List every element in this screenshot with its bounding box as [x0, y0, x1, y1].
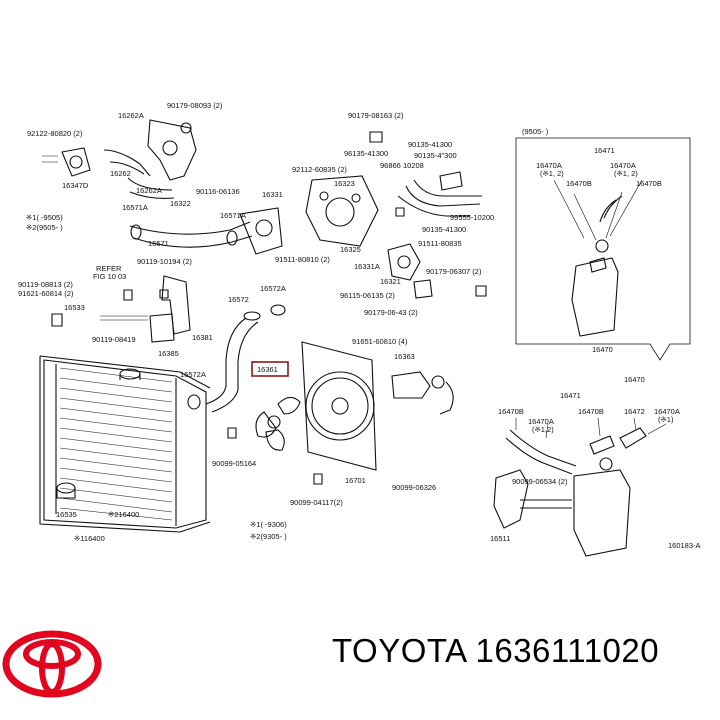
callout-label: ※2(9505- ) [26, 223, 63, 232]
callout-label: 90099-06326 [392, 483, 436, 492]
callout-label: 96115-06135 (2) [340, 291, 395, 300]
callout-label: 16572A [180, 370, 206, 379]
callout-label: 16347D [62, 181, 89, 190]
callout-label: (※1, 2) [540, 169, 564, 178]
callout-label: (9505- ) [522, 127, 549, 136]
callout-label: 90119-10194 (2) [137, 257, 192, 266]
callout-label: 16262A [136, 186, 162, 195]
callout-label: ※216400 [108, 510, 139, 519]
callout-label: FIG 10 03 [93, 272, 126, 281]
callout-label: 16262A [118, 111, 144, 120]
callout-label: 16470B [566, 179, 592, 188]
callout-label: 92112-60835 (2) [292, 165, 347, 174]
callout-label: 90179-06-43 (2) [364, 308, 418, 317]
callout-label: 90135-4"300 [414, 151, 457, 160]
fan-shroud-group [227, 341, 454, 485]
callout-label: ※1( -9505) [26, 213, 63, 222]
toyota-logo-icon [2, 630, 102, 698]
callout-label: 16571 [148, 239, 169, 248]
callout-label: 16470B [578, 407, 604, 416]
callout-label: 16533 [64, 303, 85, 312]
bracket-group [51, 275, 191, 343]
callout-label: 90135-41300 [422, 225, 466, 234]
callout-label: 16385 [158, 349, 179, 358]
callout-label: REFER [96, 264, 122, 273]
callout-label: 16701 [345, 476, 366, 485]
callout-label: 16323 [334, 179, 355, 188]
callout-label: 96135-41300 [344, 149, 388, 158]
callout-label: 90179-08093 (2) [167, 101, 223, 110]
reservoir-bottom-group [493, 417, 667, 557]
callout-labels: 16262A 90179-08093 (2) 92122-80820 (2) 1634… [18, 101, 701, 550]
callout-label: 16361 [257, 365, 278, 374]
callout-label: 16470A [528, 417, 554, 426]
callout-label: ※116400 [74, 534, 105, 543]
callout-label: 96866 10208 [380, 161, 424, 170]
water-outlet-group [42, 119, 283, 255]
callout-label: 16511 [490, 534, 510, 543]
callout-label: 16572 [228, 295, 249, 304]
callout-label: 16535 [56, 510, 77, 519]
callout-label: 90099-06534 (2) [512, 477, 568, 486]
radiator [39, 355, 211, 533]
callout-label: 90119-08813 (2) [18, 280, 73, 289]
callout-label: 90119-08419 [92, 335, 136, 344]
callout-label: 91621-60814 (2) [18, 289, 74, 298]
callout-label: 16470A [654, 407, 680, 416]
callout-label: 90179-08163 (2) [348, 111, 404, 120]
callout-label: 90099-05164 [212, 459, 256, 468]
callout-label: 16331A [354, 262, 380, 271]
callout-label: 16322 [170, 199, 191, 208]
callout-label: 16363 [394, 352, 415, 361]
callout-label: (※1) [658, 415, 674, 424]
brand-name: TOYOTA [332, 632, 466, 669]
callout-label: 99555-10200 [450, 213, 494, 222]
callout-label: 91511-80835 [418, 239, 462, 248]
callout-label: 91651-60810 (4) [352, 337, 408, 346]
callout-label: 16470B [498, 407, 524, 416]
callout-label: 16470B [636, 179, 662, 188]
callout-label: 16571A [122, 203, 148, 212]
callout-label: 16381 [192, 333, 213, 342]
callout-label: 16321 [380, 277, 401, 286]
callout-label: 16470 [592, 345, 613, 354]
callout-label: 16262 [110, 169, 131, 178]
callout-label: 16471 [560, 391, 581, 400]
part-number: 1636111020 [475, 632, 660, 669]
callout-label: 16571A [220, 211, 246, 220]
callout-label: 16472 [624, 407, 645, 416]
water-pump-group [305, 131, 487, 299]
product-caption: TOYOTA 1636111020 [332, 632, 659, 670]
callout-label: 90179-06307 (2) [426, 267, 482, 276]
reservoir-top-group [515, 137, 691, 361]
callout-label: ※2(9305- ) [250, 532, 287, 541]
callout-label: 16471 [594, 146, 615, 155]
callout-label: ※1( -9306) [250, 520, 287, 529]
callout-label: 16470A [610, 161, 636, 170]
callout-label: 16470 [624, 375, 645, 384]
callout-label: 16572A [260, 284, 286, 293]
radiator-hose-group [187, 304, 286, 413]
callout-label: 16331 [262, 190, 283, 199]
callout-label: 90116-06136 [196, 187, 240, 196]
callout-label: (※1, 2) [614, 169, 638, 178]
callout-label: 92122-80820 (2) [27, 129, 83, 138]
callout-label: 90099-04117(2) [290, 498, 343, 507]
callout-label: 91511-80810 (2) [275, 255, 330, 264]
highlight-box [251, 361, 289, 377]
callout-label: (※1,2) [532, 425, 554, 434]
callout-label: 90135-41300 [408, 140, 452, 149]
callout-label: 16470A [536, 161, 562, 170]
callout-label: 16325 [340, 245, 361, 254]
callout-label: 160183-A [668, 541, 701, 550]
